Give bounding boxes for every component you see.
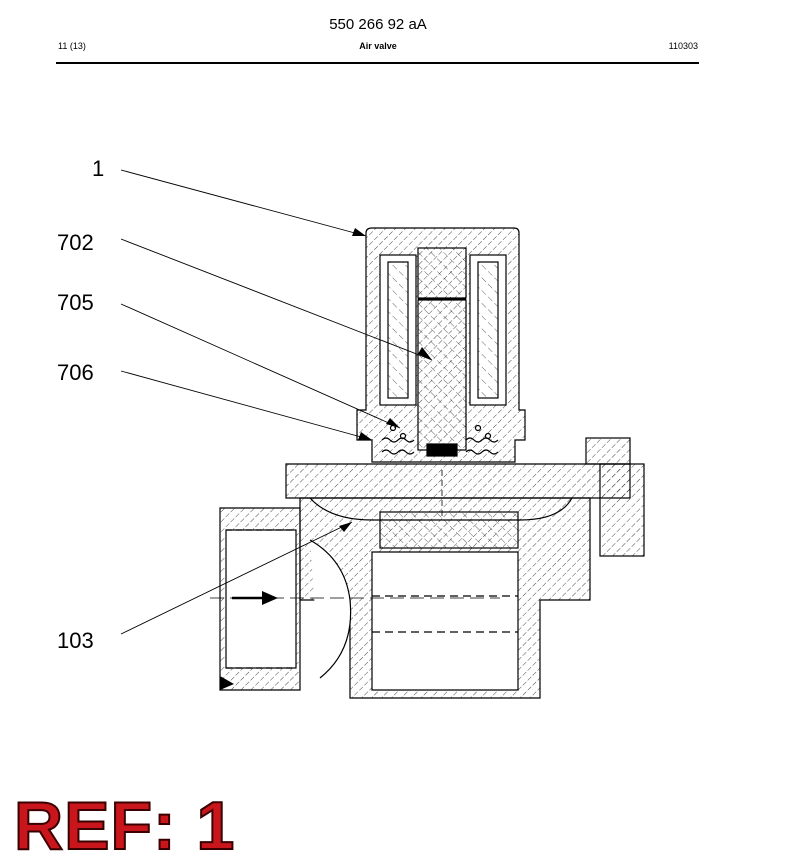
callout-label: 702 <box>57 230 94 255</box>
callout-label: 705 <box>57 290 94 315</box>
header-divider <box>56 62 699 64</box>
callout-label: 1 <box>92 156 105 181</box>
page-indicator: 11 (13) <box>58 41 86 51</box>
document-number: 550 266 92 aA <box>329 16 427 33</box>
callout-label: 103 <box>57 628 94 653</box>
document-title: Air valve <box>359 41 397 51</box>
reference-stamp: REF: 1 <box>13 787 236 864</box>
callout-label: 706 <box>57 360 94 385</box>
document-date: 110303 <box>668 41 698 51</box>
